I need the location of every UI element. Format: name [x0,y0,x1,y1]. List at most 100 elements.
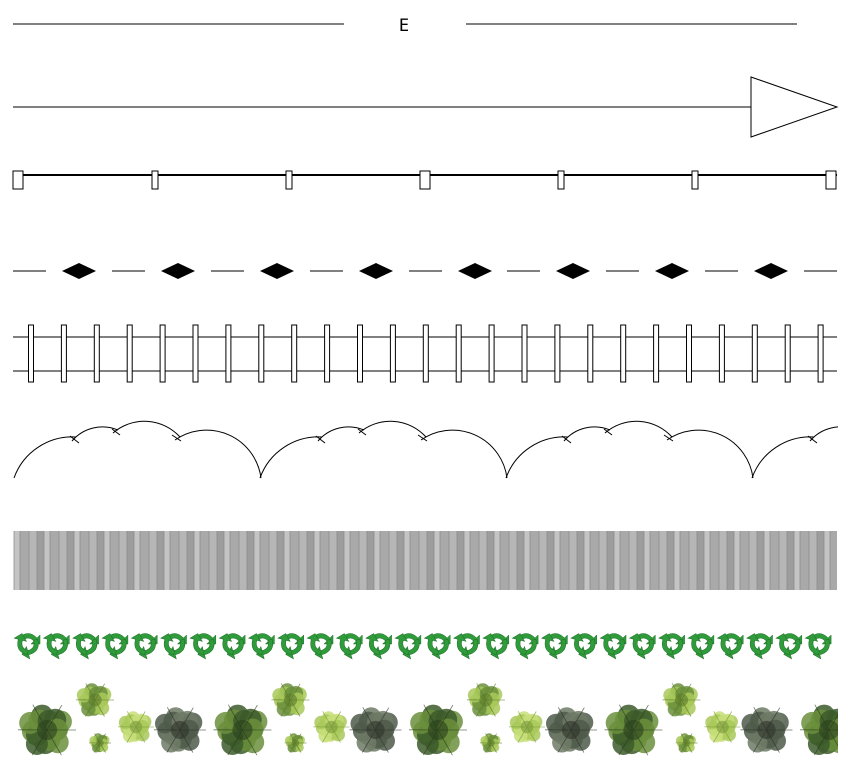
wood-plank [809,531,817,590]
wood-plank [134,531,140,590]
recycle-icon [160,633,187,660]
recycle-icon [687,633,715,660]
recycle-icon [72,633,99,660]
wood-plank [607,531,614,590]
wood-plank [80,531,89,590]
wood-plank [479,531,487,590]
wood-plank [800,531,809,590]
fence-post [557,170,565,190]
wood-plank [689,531,697,590]
wood-plank [794,531,800,590]
wood-plank [290,531,299,590]
hedge-arc [505,436,569,479]
wood-plank [667,531,674,590]
wood-plank [187,531,194,590]
wood-plank [20,531,29,590]
tree-icon [662,683,701,717]
wood-plank [727,531,734,590]
wood-plank [37,531,44,590]
wood-plank [157,531,164,590]
wood-plank [97,531,104,590]
hedge-arc [357,428,367,436]
wood-plank [710,531,719,590]
recycle-icon [306,633,334,660]
wood-plank [284,531,290,590]
diamond-icon [655,263,689,279]
hedge-arc [13,436,77,479]
wood-plank [410,531,419,590]
diamond-icon [161,263,195,279]
wood-plank [344,531,350,590]
fence-picket [751,324,758,383]
recycle-icon [42,633,70,660]
wood-plank [779,531,787,590]
fence-picket [455,324,462,383]
hedge-arc [417,434,428,442]
wood-plank [269,531,277,590]
wood-plank [650,531,659,590]
fence-picket [225,324,232,383]
tree-icon [799,704,838,756]
fence-picket [60,324,67,383]
post-fence-row [12,170,837,190]
fence-picket [686,324,692,383]
recycle-icon [599,633,627,660]
hedge-arc [807,435,818,444]
wood-plank [194,531,200,590]
recycle-pattern-band [13,633,832,660]
wood-plank [74,531,80,590]
diamond-icon [556,263,590,279]
tree-icon [17,704,76,756]
wood-plank [104,531,110,590]
arrow-line-row [13,76,839,138]
wood-plank [509,531,517,590]
wood-plank [740,531,749,590]
fence-picket [422,324,429,383]
tree-icon [88,733,111,753]
rail-fence-row [13,324,837,383]
diamond-icon [359,263,393,279]
wood-plank [389,531,397,590]
fence-picket [817,324,824,383]
fence-picket [521,324,528,383]
fence-picket [126,324,133,383]
wood-plank [817,531,824,590]
wood-plank [440,531,449,590]
wood-plank [749,531,757,590]
wood-plank [350,531,359,590]
wood-plank [427,531,434,590]
diamond-icon [260,263,294,279]
recycle-icon [335,633,363,660]
fence-picket [653,324,660,383]
wood-plank [569,531,577,590]
wood-plank [217,531,224,590]
wood-plank [457,531,464,590]
wood-plank [44,531,50,590]
tree-icon [408,704,467,756]
wood-plank [547,531,554,590]
wood-plank [487,531,494,590]
hedge-arc [317,426,365,442]
tree-icon [704,711,741,743]
fence-picket [784,324,791,383]
wood-plank [500,531,509,590]
wood-plank [494,531,500,590]
wood-plank [659,531,667,590]
arrowhead-icon [750,76,839,138]
diamond-icon [458,263,492,279]
recycle-icon [540,633,568,660]
wood-plank [277,531,284,590]
wood-plank [404,531,410,590]
recycle-icon [130,633,158,660]
fence-post [419,170,431,190]
fence-post [691,170,699,190]
tree-icon [740,707,793,753]
wood-plank [314,531,320,590]
recycle-icon [570,633,597,660]
wood-plank [757,531,764,590]
wood-plank [374,531,380,590]
wood-plank [614,531,620,590]
wood-plank [209,531,217,590]
wood-plank [787,531,794,590]
